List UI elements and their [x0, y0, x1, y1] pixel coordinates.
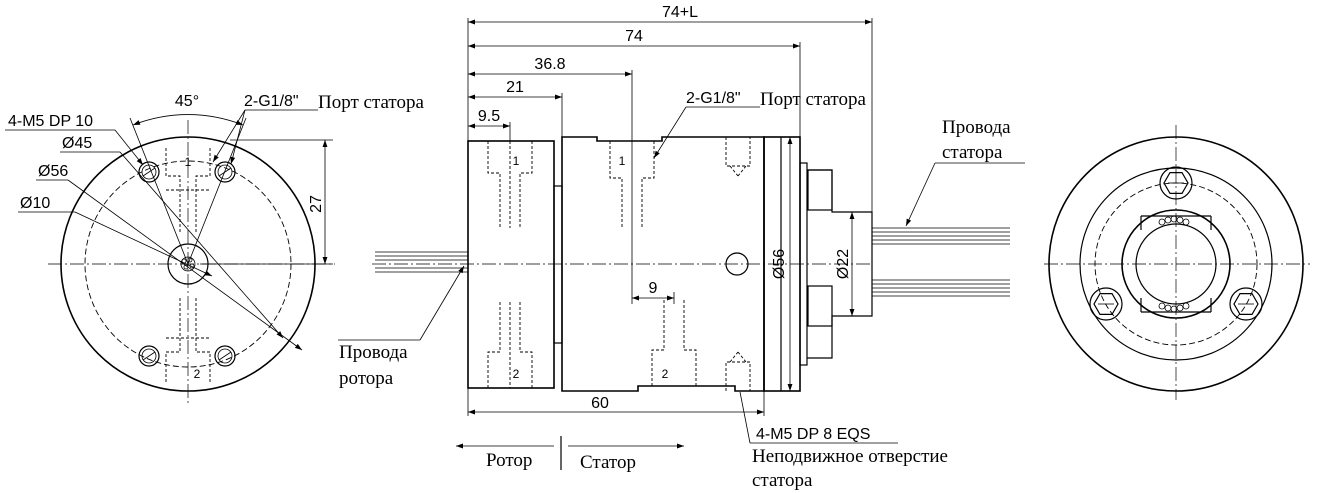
stator-label: Статор — [580, 452, 636, 473]
side-stator-port-label: Порт статора — [760, 89, 866, 110]
stator-port-number-1: 1 — [619, 154, 626, 168]
left-end-view: 1 2 45° 27 2-G1/8" Порт статора 4-M5 DP … — [5, 92, 424, 405]
hex-bolt-icon — [1229, 287, 1263, 321]
hub-screw-bottom — [807, 285, 833, 327]
fixed-hole-label-1: Неподвижное отверстие — [752, 446, 948, 467]
dim-d22-label: Ø22 — [835, 249, 852, 279]
rotor-wires-label-2: ротора — [339, 368, 394, 389]
holes-spec-label: 4-M5 DP 10 — [8, 113, 93, 130]
angle-dimension-arc — [132, 114, 244, 126]
hidden-port-2 — [165, 296, 211, 382]
stator-hidden-port-1 — [609, 141, 655, 228]
dim-60-label: 60 — [591, 395, 609, 412]
wire-bundle-top — [1158, 215, 1190, 226]
bolt-hole — [138, 345, 160, 367]
dim-d56-label: Ø56 — [771, 249, 788, 279]
rotor-neck — [553, 185, 563, 344]
stator-hidden-port-2 — [651, 298, 697, 386]
dim-9-label: 9 — [649, 280, 658, 297]
hex-bolt-icon — [1089, 287, 1123, 321]
fixed-hole-label-2: статора — [752, 470, 813, 491]
angle-label: 45° — [175, 93, 199, 110]
hidden-port-1 — [165, 148, 211, 234]
bolt-hole — [214, 161, 236, 183]
stator-wires — [872, 227, 1010, 297]
d45-label: Ø45 — [62, 135, 92, 152]
dim-74-label: 74 — [625, 28, 643, 45]
dim-36-8-label: 36.8 — [534, 56, 565, 73]
stator-port-number-2: 2 — [662, 367, 669, 381]
stator-mount-hole-bottom — [725, 351, 751, 391]
rotor-label: Ротор — [486, 450, 532, 471]
stator-port-spec: 2-G1/8" — [244, 93, 299, 110]
stator-mount-hole-top — [725, 137, 751, 177]
dim-21-label: 21 — [506, 79, 524, 96]
side-stator-port-spec: 2-G1/8" — [686, 90, 741, 107]
rotor-wires — [375, 251, 468, 273]
rotor-port-number-2: 2 — [513, 367, 520, 381]
dim-27-label: 27 — [308, 195, 325, 213]
rotor-wires-label-1: Провода — [339, 342, 408, 363]
rotor-hidden-port-1 — [487, 141, 533, 228]
stator-wires-label-1: Провода — [942, 117, 1011, 138]
side-view: 1 1 2 2 74+L 74 36.8 21 9.5 9 60 Ø56 Ø22 — [338, 4, 1025, 491]
hub-screw-top — [807, 169, 833, 211]
d56-label: Ø56 — [38, 163, 68, 180]
rotor-port-number-1: 1 — [513, 154, 520, 168]
dim-74L-label: 74+L — [662, 4, 698, 21]
d10-label: Ø10 — [20, 195, 50, 212]
port-number-2: 2 — [194, 367, 201, 381]
wire-bundle-bottom — [1158, 302, 1190, 313]
side-hole — [725, 252, 749, 276]
stator-wires-label-2: статора — [942, 142, 1003, 163]
rotor-block — [467, 140, 555, 389]
rotor-hidden-port-2 — [487, 302, 533, 388]
right-end-view — [1044, 125, 1310, 400]
bolt-hole — [214, 345, 236, 367]
stator-port-label: Порт статора — [318, 92, 424, 113]
dim-9-5-label: 9.5 — [478, 108, 500, 125]
port-number-1: 1 — [185, 155, 192, 169]
mount-holes-spec: 4-M5 DP 8 EQS — [756, 426, 870, 443]
